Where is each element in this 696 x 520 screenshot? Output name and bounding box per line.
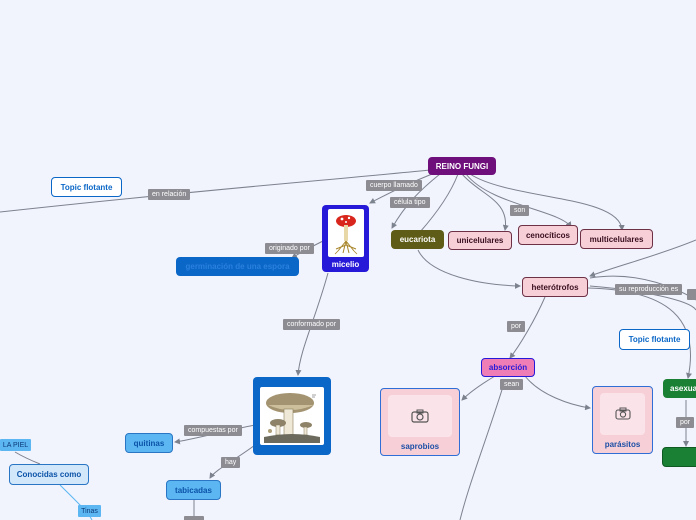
conocidas-como-node[interactable]: Conocidas como [9,464,89,485]
edge-right-heterotrofos [589,239,696,278]
micelio-node[interactable]: micelio [322,205,369,272]
label-son: son [510,205,530,216]
conocidas-como-text: Conocidas como [16,470,82,479]
green-bottom-node[interactable] [662,447,696,467]
tinas-text: Tinas [81,507,98,515]
label-su-reproduccion-es: su reproducción es [615,284,683,295]
asexual-text: asexua [670,384,696,393]
saprobios-node[interactable]: saprobios [380,388,460,456]
saprobios-photo [388,394,452,437]
germinacion-node[interactable]: germinación de una espora [176,257,299,276]
absorcion-text: absorción [488,363,528,372]
cenociticos-node[interactable]: cenocíticos [518,225,578,245]
label-sean: sean [500,379,524,390]
label-por-2: por [676,417,695,428]
mushroom-illustration [264,393,320,443]
eucariota-text: eucariota [399,235,436,244]
edge-fungi-eucariota [419,173,459,233]
label-en-relacion: en relación [148,189,191,200]
multicelulares-text: multicelulares [589,234,644,244]
tabicadas-text: tabicadas [175,485,212,495]
absorcion-node[interactable]: absorción [481,358,535,377]
edge-fungi-cenociticos [465,173,572,228]
heterotrofos-node[interactable]: heterótrofos [522,277,588,297]
unicelulares-node[interactable]: unicelulares [448,231,512,250]
edge-fungi-topic-left [0,169,431,213]
multicelulares-node[interactable]: multicelulares [580,229,653,249]
la-piel-node[interactable]: LA PIEL [0,439,31,451]
mushroom-image [260,387,324,445]
label-hay: hay [221,457,241,468]
edge-heterotrofos-asexual [587,287,692,379]
parasitos-text: parásitos [604,439,641,449]
edge-piel-conocidas [14,451,41,465]
topic-flotante-right-text: Topic flotante [628,335,681,344]
asexual-node[interactable]: asexua [663,379,696,398]
topic-flotante-left[interactable]: Topic flotante [51,177,122,197]
label-bottom-stub [184,516,204,520]
cenociticos-text: cenocíticos [525,230,570,240]
parasitos-node[interactable]: parásitos [592,386,653,454]
unicelulares-text: unicelulares [456,236,504,245]
edge-fungi-multicelulares [469,173,625,231]
quitinas-node[interactable]: quitinas [125,433,173,453]
label-celula-tipo: célula tipo [390,197,430,208]
edge-heterotrofos-absorcion [509,296,546,359]
reino-fungi-node[interactable]: REINO FUNGI [428,157,496,175]
eucariota-node[interactable]: eucariota [391,230,444,249]
label-conformado-por: conformado por [283,319,341,330]
label-compuestas-por: compuestas por [184,425,242,436]
mushroom-node[interactable] [253,377,331,455]
topic-flotante-left-text: Topic flotante [60,182,113,192]
topic-flotante-right[interactable]: Topic flotante [619,329,690,350]
edge-heterotrofos-right-a [589,285,696,311]
la-piel-text: LA PIEL [2,441,29,449]
label-por-1: por [507,321,526,332]
edge-absorcion-saprobios [461,375,496,401]
tinas-node[interactable]: Tinas [78,505,101,517]
germinacion-text: germinación de una espora [185,262,290,271]
label-originado-por: originado por [265,243,314,254]
edge-absorcion-parasitos [524,375,591,411]
micelio-mushroom-illustration [334,215,357,255]
camera-icon [614,407,631,420]
edge-fungi-unicelulares [461,173,509,231]
tabicadas-node[interactable]: tabicadas [166,480,221,500]
quitinas-text: quitinas [133,438,165,448]
label-cuerpo-llamado: cuerpo llamado [366,180,422,191]
label-right-edge-stub [687,289,696,300]
reino-fungi-text: REINO FUNGI [435,161,489,171]
edge-eucariota-heterotrofos [417,249,521,289]
edge-absorcion-down [459,379,506,520]
edge-micelio-mushroom [295,272,329,376]
saprobios-text: saprobios [400,441,440,451]
camera-icon [411,409,429,423]
micelio-text: micelio [331,260,360,269]
heterotrofos-text: heterótrofos [531,282,579,292]
parasitos-photo [600,392,645,435]
micelio-image [327,209,364,257]
